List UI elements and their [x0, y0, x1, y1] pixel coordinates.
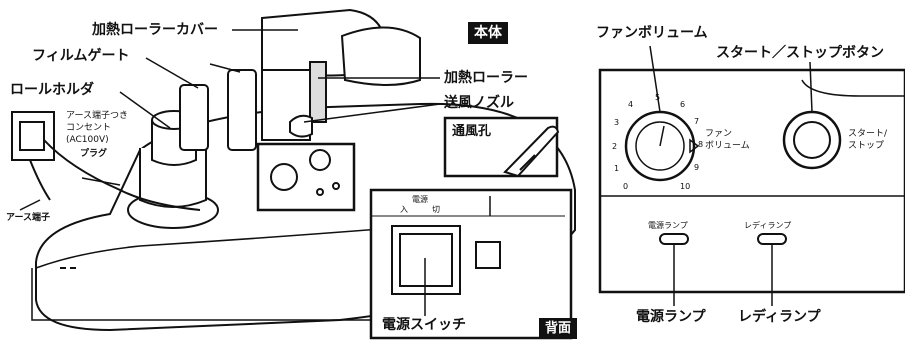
- power-switch-frame: [391, 225, 461, 295]
- label-outlet-line2: コンセント: [66, 123, 112, 133]
- rear-panel: [369, 188, 573, 340]
- panel-fan-label-1: ファン: [705, 129, 733, 139]
- dial-tick-3: 3: [614, 118, 620, 127]
- panel-fan-label-2: ボリューム: [705, 141, 750, 151]
- heater-cover-2: [340, 26, 421, 86]
- label-air-hole: 通風孔: [452, 124, 492, 139]
- label-outlet-line1: アース端子つき: [66, 111, 129, 121]
- panel-start-label-2: ストップ: [848, 141, 885, 151]
- earth-wire: [29, 159, 51, 201]
- dial-tick-2: 2: [612, 142, 618, 151]
- tag-main-body: 本体: [468, 22, 508, 44]
- outlet-inner: [19, 121, 45, 151]
- heater-block: [261, 69, 311, 141]
- dial-tick-7: 7: [694, 117, 700, 126]
- label-roll-holder: ロールホルダ: [10, 82, 94, 98]
- label-start-stop-button: スタート／ストップボタン: [716, 45, 884, 61]
- outlet: [11, 111, 55, 161]
- rear-on-mark: 入: [400, 205, 408, 214]
- rear-port: [475, 241, 501, 269]
- rear-switch-label: 電源: [412, 195, 428, 204]
- film-gate-post-1: [179, 84, 209, 151]
- rear-off-mark: 切: [432, 205, 440, 214]
- label-power-lamp: 電源ランプ: [636, 309, 706, 325]
- label-fan-volume: ファンボリューム: [596, 25, 708, 41]
- panel-power-lamp-label: 電源ランプ: [648, 221, 688, 230]
- film-gate-post-2: [227, 69, 257, 151]
- label-ready-lamp: レディランプ: [738, 309, 821, 325]
- label-plug: プラグ: [80, 149, 108, 159]
- label-outlet-line3: (AC100V): [66, 135, 109, 145]
- label-heating-roller: 加熱ローラー: [444, 70, 528, 86]
- dial-tick-8: 8: [698, 140, 704, 149]
- label-earth-terminal: アース端子: [6, 213, 51, 223]
- dial-tick-9: 9: [694, 163, 700, 172]
- start-stop-button: [782, 110, 842, 170]
- knob-left: [270, 163, 298, 191]
- dial-tick-10: 10: [680, 182, 691, 191]
- heater-roller: [309, 61, 327, 123]
- power-switch-rocker: [399, 233, 453, 287]
- label-film-gate: フィルムゲート: [32, 48, 130, 64]
- power-cord: [43, 139, 201, 211]
- tag-rear: 背面: [539, 318, 578, 339]
- start-stop-inner: [793, 121, 831, 159]
- control-panel-box: [256, 142, 356, 212]
- knob-right: [309, 149, 331, 171]
- lamp-2: [332, 182, 340, 190]
- dial-tick-1: 1: [614, 164, 620, 173]
- lamp-1: [316, 188, 324, 196]
- label-air-nozzle: 送風ノズル: [444, 95, 514, 111]
- air-nozzle: [289, 114, 313, 138]
- air-hole-nozzle: [503, 125, 560, 178]
- panel-start-label-1: スタート/: [848, 129, 888, 139]
- label-heating-roller-cover: 加熱ローラーカバー: [92, 22, 218, 38]
- dial-tick-5: 5: [655, 93, 661, 102]
- control-panel-enlarged: [598, 68, 905, 294]
- panel-ready-lamp-label: レディランプ: [744, 221, 792, 230]
- dial-tick-0: 0: [623, 182, 629, 191]
- dial-tick-6: 6: [680, 100, 686, 109]
- fan-dial-inner: [635, 121, 685, 171]
- dial-tick-4: 4: [628, 100, 634, 109]
- label-power-switch: 電源スイッチ: [382, 317, 466, 333]
